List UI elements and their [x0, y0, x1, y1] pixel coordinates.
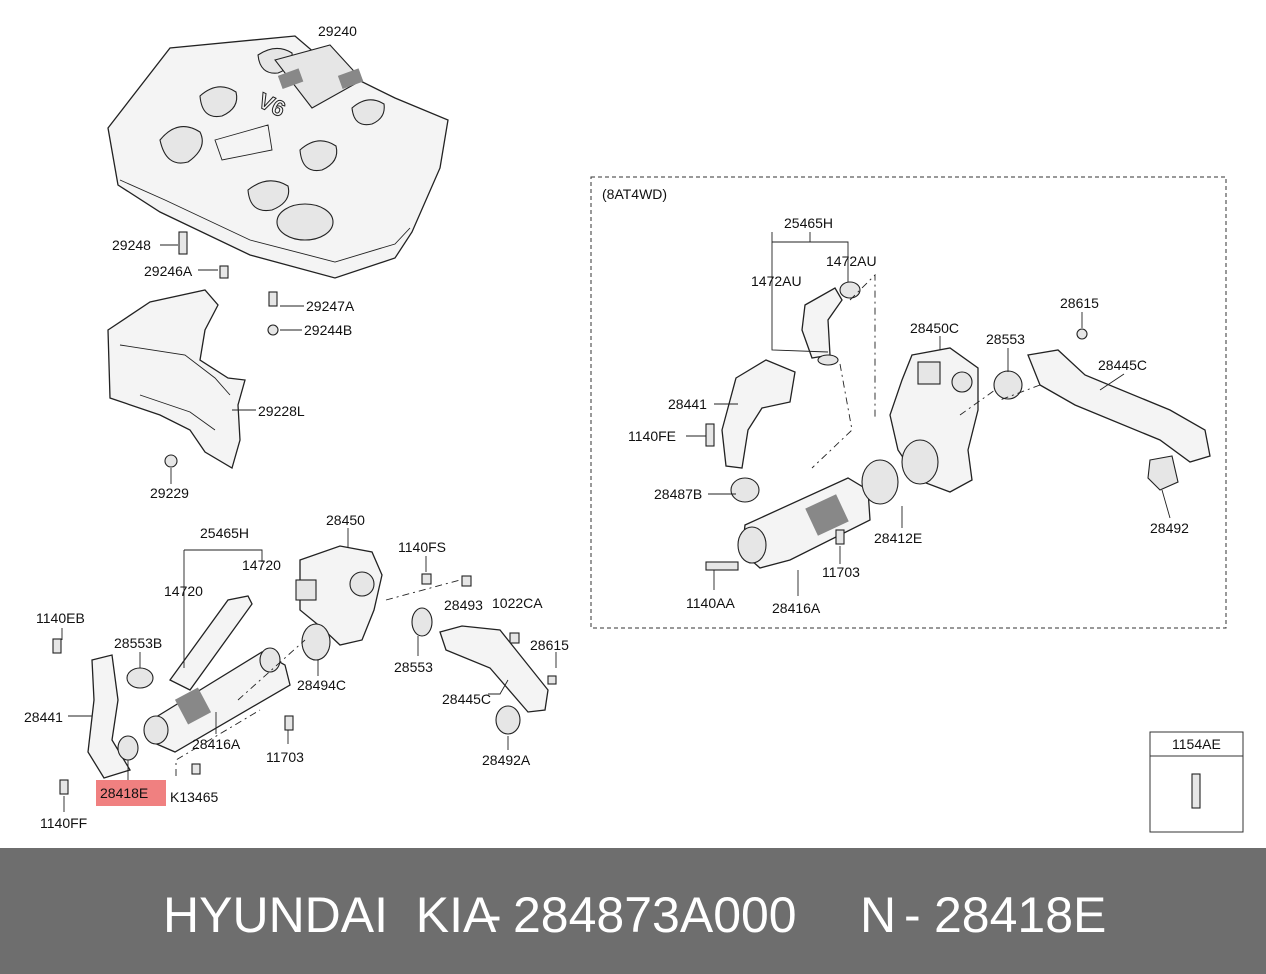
- label-11703-inset: 11703: [822, 564, 860, 580]
- part-labels: 29240 29248 29246A 29247A 29244B 29228L …: [24, 23, 1189, 831]
- centerlines: [175, 273, 1041, 776]
- label-28553b: 28553B: [114, 635, 162, 651]
- label-11703-main: 11703: [266, 749, 304, 765]
- inset-frame: [590, 176, 1227, 629]
- heat-shield-drawing: [107, 289, 246, 469]
- label-14720-right: 14720: [242, 557, 281, 573]
- label-28450c: 28450C: [910, 320, 959, 336]
- label-28553-main: 28553: [394, 659, 433, 675]
- label-1140aa: 1140AA: [686, 595, 735, 611]
- footer-n-label: N: [860, 887, 897, 943]
- label-28416a-main: 28416A: [192, 736, 241, 752]
- label-28492: 28492: [1150, 520, 1189, 536]
- engine-cover-drawing: V6: [107, 35, 449, 279]
- label-25465h-main: 25465H: [200, 525, 249, 541]
- label-28412e: 28412E: [874, 530, 922, 546]
- label-1472au-left: 1472AU: [751, 273, 802, 289]
- label-28450: 28450: [326, 512, 365, 528]
- small-fasteners: [52, 231, 1201, 809]
- label-28553-inset: 28553: [986, 331, 1025, 347]
- label-29228l: 29228L: [258, 403, 305, 419]
- label-1022ca: 1022CA: [492, 595, 543, 611]
- parts-diagram: V6: [24, 23, 1244, 833]
- label-29244b: 29244B: [304, 322, 352, 338]
- label-29247a: 29247A: [306, 298, 355, 314]
- footer-separator-1: -: [485, 887, 502, 943]
- label-28445c-inset: 28445C: [1098, 357, 1147, 373]
- label-29240: 29240: [318, 23, 357, 39]
- label-1472au-right: 1472AU: [826, 253, 877, 269]
- footer-part-number: 284873A000: [513, 887, 797, 943]
- label-28445c-main: 28445C: [442, 691, 491, 707]
- label-14720-left: 14720: [164, 583, 203, 599]
- label-29246a: 29246A: [144, 263, 193, 279]
- label-29248: 29248: [112, 237, 151, 253]
- label-28492a: 28492A: [482, 752, 531, 768]
- label-1140ff: 1140FF: [40, 815, 87, 831]
- label-k13465: K13465: [170, 789, 218, 805]
- label-28487b: 28487B: [654, 486, 702, 502]
- box-1154ae-title: 1154AE: [1172, 736, 1221, 752]
- label-1140fe: 1140FE: [628, 428, 676, 444]
- egr-assembly-inset: [705, 281, 1211, 571]
- label-28441-inset: 28441: [668, 396, 707, 412]
- label-28441-main: 28441: [24, 709, 63, 725]
- inset-title: (8AT4WD): [602, 186, 667, 202]
- label-28615-main: 28615: [530, 637, 569, 653]
- egr-assembly-main: [87, 545, 549, 779]
- label-28615-inset: 28615: [1060, 295, 1099, 311]
- label-28416a-inset: 28416A: [772, 600, 821, 616]
- footer-separator-2: -: [904, 887, 921, 943]
- box-1154ae: [1149, 731, 1244, 833]
- label-28493: 28493: [444, 597, 483, 613]
- label-25465h-inset: 25465H: [784, 215, 833, 231]
- label-1140fs: 1140FS: [398, 539, 446, 555]
- part-number-banner: HYUNDAI KIA - 284873A000 N - 28418E: [0, 848, 1266, 974]
- footer-ref-number: 28418E: [934, 887, 1107, 943]
- label-1140eb: 1140EB: [36, 610, 85, 626]
- label-29229: 29229: [150, 485, 189, 501]
- label-28418e: 28418E: [100, 785, 148, 801]
- highlight-28418e: [96, 780, 166, 806]
- footer-brand: HYUNDAI KIA: [163, 887, 497, 943]
- leader-lines: [61, 232, 1171, 812]
- label-28494c: 28494C: [297, 677, 346, 693]
